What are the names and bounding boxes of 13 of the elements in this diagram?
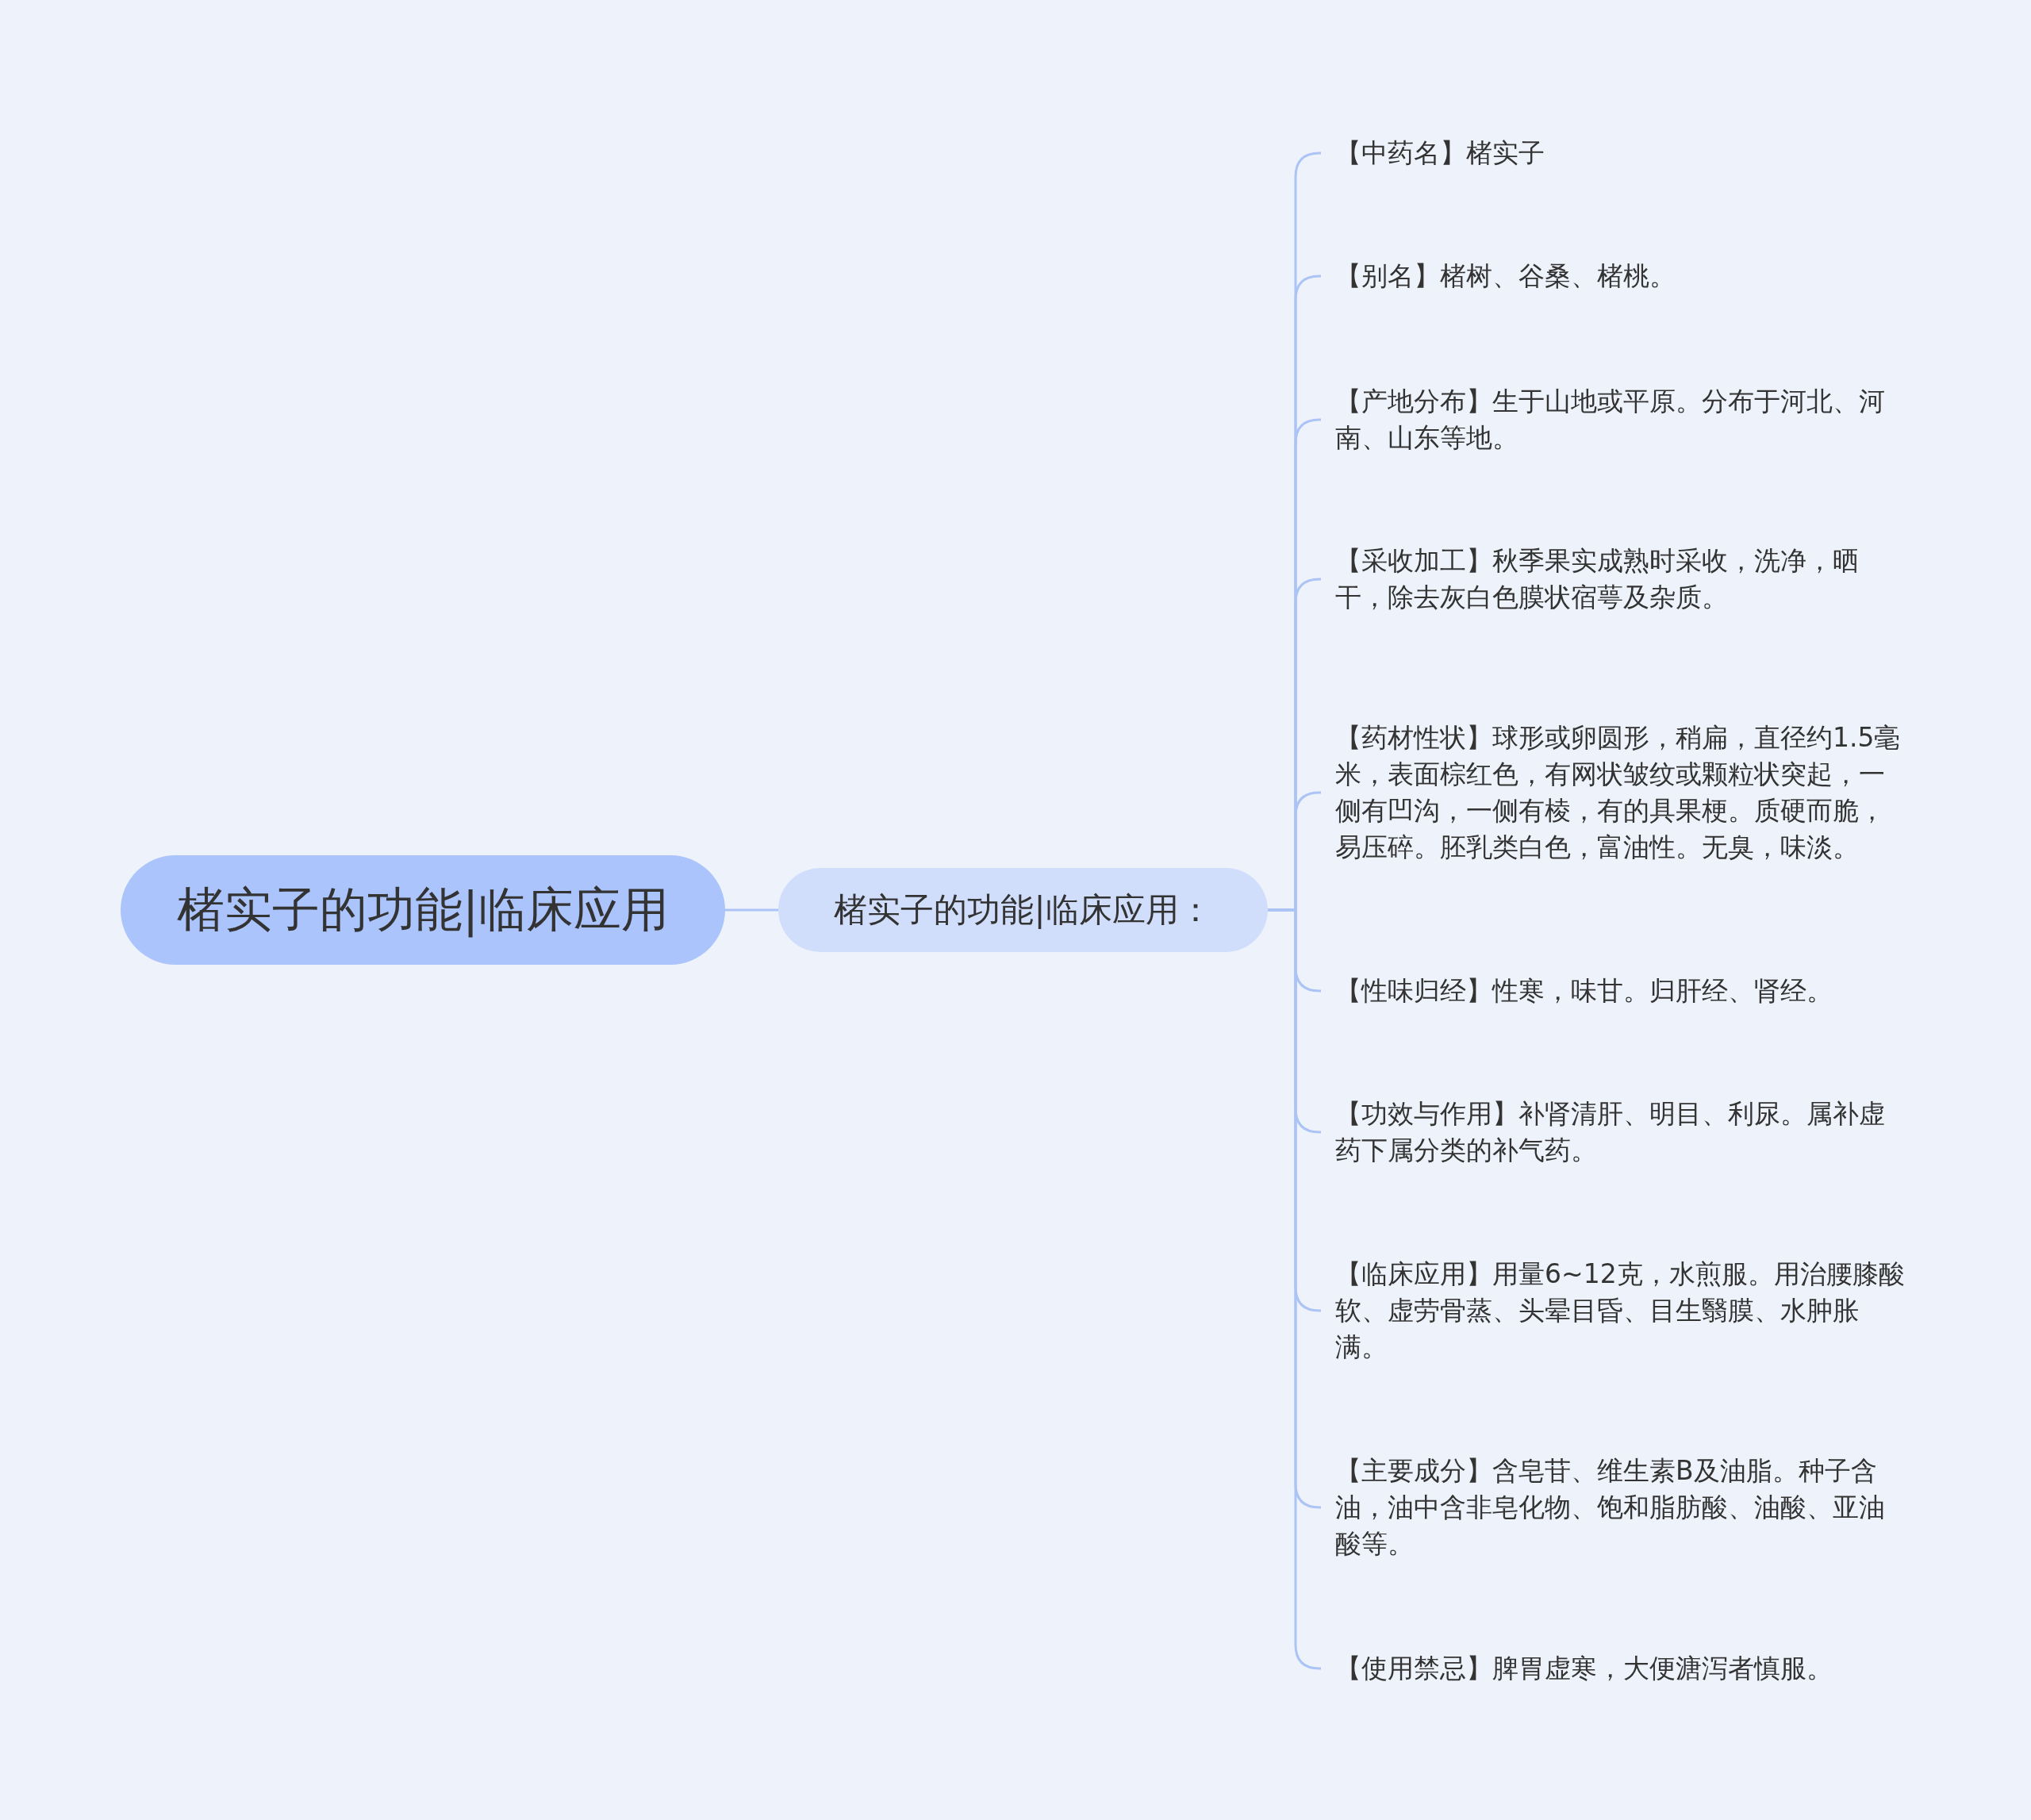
root-topic: 楮实子的功能|临床应用 — [121, 855, 725, 965]
connector-line — [725, 908, 778, 912]
leaf-text: 【主要成分】含皂苷、维生素B及油脂。种子含油，油中含非皂化物、饱和脂肪酸、油酸、亚油酸等。 — [1321, 1453, 1908, 1562]
leaf-text: 【功效与作用】补肾清肝、明目、利尿。属补虚药下属分类的补气药。 — [1321, 1096, 1908, 1169]
leaf-text: 【别名】楮树、谷桑、楮桃。 — [1321, 258, 1908, 294]
leaf-text: 【药材性状】球形或卵圆形，稍扁，直径约1.5毫米，表面棕红色，有网状皱纹或颗粒状突起，一侧有凹沟，一侧有棱，有的具果梗。质硬而脆，易压碎。胚乳类白色，富油性。无臭，味淡。 — [1321, 720, 1908, 866]
leaf-text: 【使用禁忌】脾胃虚寒，大便溏泻者慎服。 — [1321, 1650, 1908, 1687]
leaf-text: 【中药名】楮实子 — [1321, 135, 1908, 171]
subtopic: 楮实子的功能|临床应用： — [778, 868, 1268, 952]
leaf-text: 【临床应用】用量6~12克，水煎服。用治腰膝酸软、虚劳骨蒸、头晕目昏、目生翳膜、水肿胀满。 — [1321, 1256, 1908, 1365]
leaf-text: 【产地分布】生于山地或平原。分布于河北、河南、山东等地。 — [1321, 383, 1908, 456]
leaf-text: 【性味归经】性寒，味甘。归肝经、肾经。 — [1321, 973, 1908, 1009]
leaf-text: 【采收加工】秋季果实成熟时采收，洗净，晒干，除去灰白色膜状宿萼及杂质。 — [1321, 543, 1908, 616]
